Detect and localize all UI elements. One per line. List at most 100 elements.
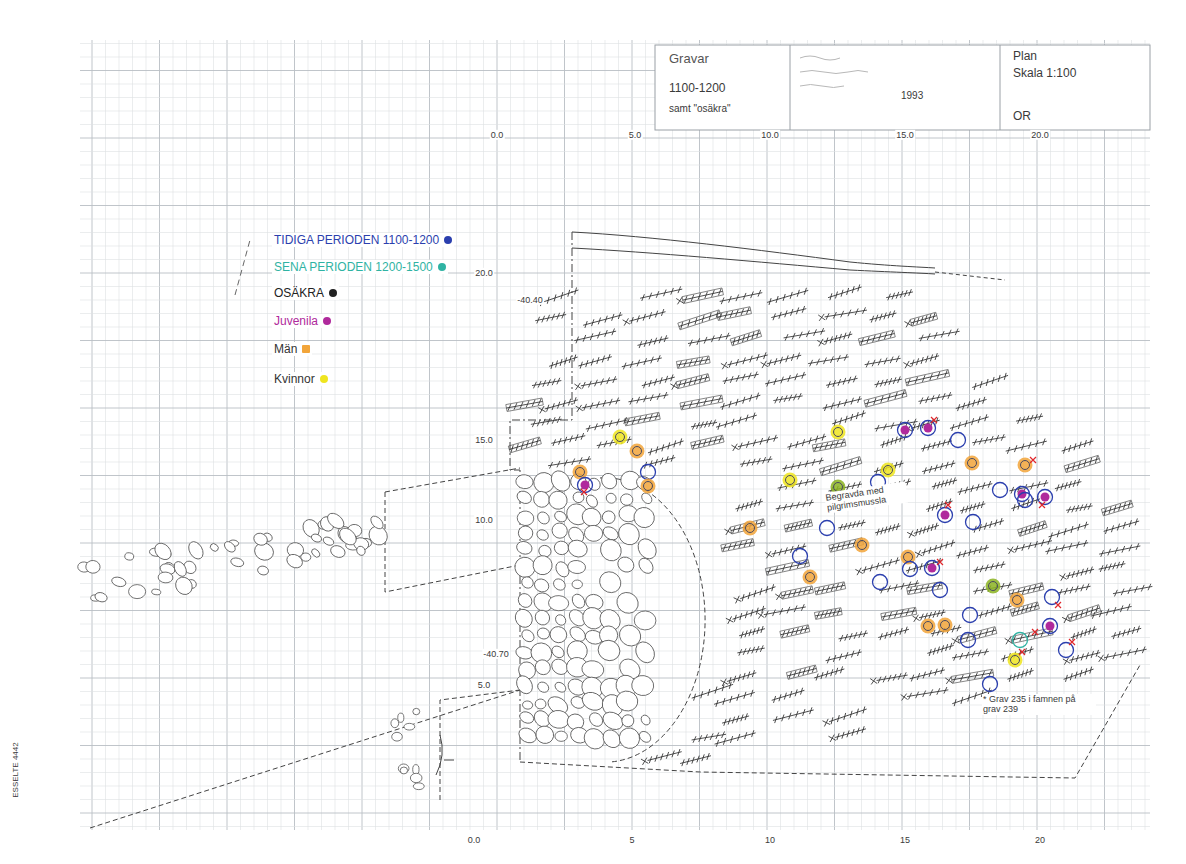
grave bbox=[676, 356, 710, 368]
stone bbox=[515, 489, 534, 506]
grave-hatch bbox=[915, 539, 956, 557]
stone bbox=[413, 783, 424, 790]
grave bbox=[720, 670, 757, 686]
grave-hatch bbox=[721, 539, 754, 551]
marker-ring bbox=[746, 524, 755, 533]
coffin-outline bbox=[765, 559, 809, 575]
grid-line bbox=[80, 610, 1150, 611]
grave-hatch bbox=[1111, 625, 1142, 639]
grave bbox=[574, 376, 617, 390]
grave bbox=[823, 706, 868, 726]
marker-fill bbox=[933, 583, 948, 598]
grave bbox=[1098, 561, 1126, 572]
marker-fill bbox=[965, 456, 980, 471]
grave bbox=[719, 290, 763, 305]
stone bbox=[630, 674, 655, 697]
scale-note: Skala 1:100 bbox=[1012, 67, 1077, 81]
grave bbox=[680, 395, 723, 410]
grave-hatch bbox=[735, 498, 764, 511]
coffin-outline bbox=[506, 398, 543, 411]
grave-hatch bbox=[641, 374, 676, 388]
grave-hatch bbox=[828, 726, 866, 742]
grave bbox=[786, 665, 817, 679]
legend-swatch bbox=[302, 345, 310, 353]
grave-hatch bbox=[815, 582, 846, 594]
grave bbox=[838, 630, 868, 642]
grave bbox=[538, 397, 578, 413]
stamp-year: 1993 bbox=[900, 90, 924, 102]
grave-cuts bbox=[506, 284, 1153, 766]
marker-fill bbox=[1059, 643, 1074, 658]
marker-fill bbox=[783, 473, 798, 488]
grave-hatch bbox=[955, 397, 988, 412]
grave-hatch bbox=[722, 371, 759, 384]
grave-marker bbox=[1013, 633, 1028, 648]
coffin-outline bbox=[780, 625, 810, 638]
grave bbox=[538, 287, 580, 306]
grave bbox=[738, 626, 765, 639]
grave bbox=[730, 330, 761, 346]
grave-hatch bbox=[817, 331, 853, 346]
stone bbox=[532, 657, 553, 678]
grid-line bbox=[80, 489, 1150, 490]
stone bbox=[634, 611, 657, 631]
stone bbox=[517, 510, 535, 526]
grave-hatch bbox=[901, 687, 949, 701]
grave bbox=[782, 457, 824, 471]
stone bbox=[595, 637, 623, 664]
grid-line bbox=[80, 448, 1150, 449]
grave-hatch bbox=[825, 649, 862, 664]
grave-hatch bbox=[971, 373, 1009, 391]
stone bbox=[285, 552, 305, 571]
stone bbox=[111, 576, 127, 589]
marker-ring bbox=[996, 486, 1005, 495]
grave-hatch bbox=[765, 543, 807, 558]
stone bbox=[555, 731, 568, 742]
stone bbox=[152, 540, 175, 563]
coffin-outline bbox=[881, 607, 917, 620]
grave-hatch bbox=[838, 519, 867, 531]
grave bbox=[734, 584, 777, 603]
grave bbox=[764, 372, 806, 387]
stone bbox=[310, 547, 321, 558]
stone bbox=[413, 765, 419, 775]
grave-marker bbox=[921, 619, 936, 634]
stone bbox=[567, 560, 586, 575]
grid-line bbox=[80, 813, 1150, 814]
grave-marker bbox=[938, 618, 953, 633]
grave bbox=[973, 561, 1006, 573]
red-cross bbox=[931, 417, 937, 423]
marker-fill bbox=[1008, 653, 1023, 668]
legend-swatch bbox=[320, 375, 328, 383]
stone bbox=[529, 552, 556, 579]
grave bbox=[1090, 604, 1132, 619]
period-note: 1100-1200 bbox=[668, 82, 727, 96]
grave-hatch bbox=[641, 749, 682, 765]
grave bbox=[959, 501, 986, 514]
grave bbox=[869, 310, 897, 323]
grave bbox=[691, 731, 726, 743]
grave bbox=[780, 625, 810, 638]
grave bbox=[1111, 625, 1142, 639]
grave-marker bbox=[831, 425, 846, 440]
grid-line bbox=[80, 664, 1150, 665]
stone bbox=[566, 537, 590, 560]
grave bbox=[1005, 628, 1054, 645]
grave bbox=[1059, 566, 1094, 580]
grave-hatch bbox=[874, 376, 903, 387]
grave bbox=[879, 433, 908, 448]
stone-settings bbox=[77, 467, 660, 789]
grave-hatch bbox=[1061, 438, 1095, 454]
grave bbox=[956, 545, 990, 559]
grave bbox=[881, 607, 917, 620]
red-cross bbox=[1069, 639, 1075, 645]
marker-ring bbox=[1018, 490, 1027, 499]
stone bbox=[252, 531, 270, 547]
grave bbox=[621, 355, 662, 370]
grave-hatch bbox=[1048, 521, 1090, 539]
grave-hatch bbox=[959, 501, 986, 514]
marker-fill bbox=[743, 521, 758, 536]
grave bbox=[775, 499, 814, 511]
grave-marker bbox=[783, 473, 798, 488]
stone bbox=[604, 491, 618, 505]
